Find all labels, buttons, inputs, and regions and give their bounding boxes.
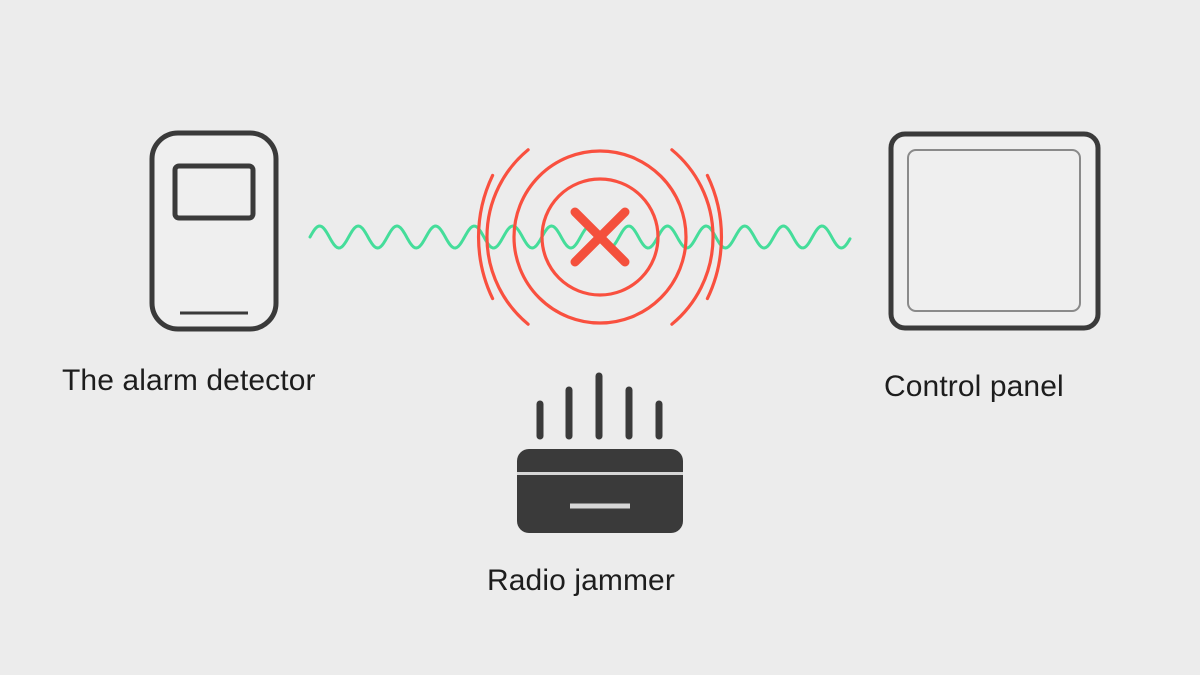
jammer-antennas (536, 372, 663, 440)
jamming-interference-waves (477, 148, 723, 326)
x-stroke-b (570, 207, 630, 267)
control-panel-face (907, 149, 1081, 312)
jam-circle-inner (540, 177, 660, 297)
alarm-detector-icon (149, 130, 279, 332)
detector-screen (172, 163, 256, 221)
control-panel-icon (888, 131, 1101, 331)
detector-body (149, 130, 279, 332)
label-control-panel: Control panel (884, 370, 1064, 403)
label-alarm-detector: The alarm detector (62, 364, 316, 397)
label-radio-jammer: Radio jammer (487, 564, 675, 597)
jammer-body (517, 449, 683, 533)
jam-arc-left-outer (477, 173, 495, 301)
radio-jammer-icon (517, 372, 683, 533)
jam-arc-right-outer (705, 173, 723, 301)
jam-arc-right-inner (670, 148, 715, 326)
blocked-x-marker (570, 207, 630, 267)
alarm-signal-wave (308, 224, 852, 250)
jam-circle-outer (512, 149, 688, 325)
jam-arc-left-inner (485, 148, 530, 326)
